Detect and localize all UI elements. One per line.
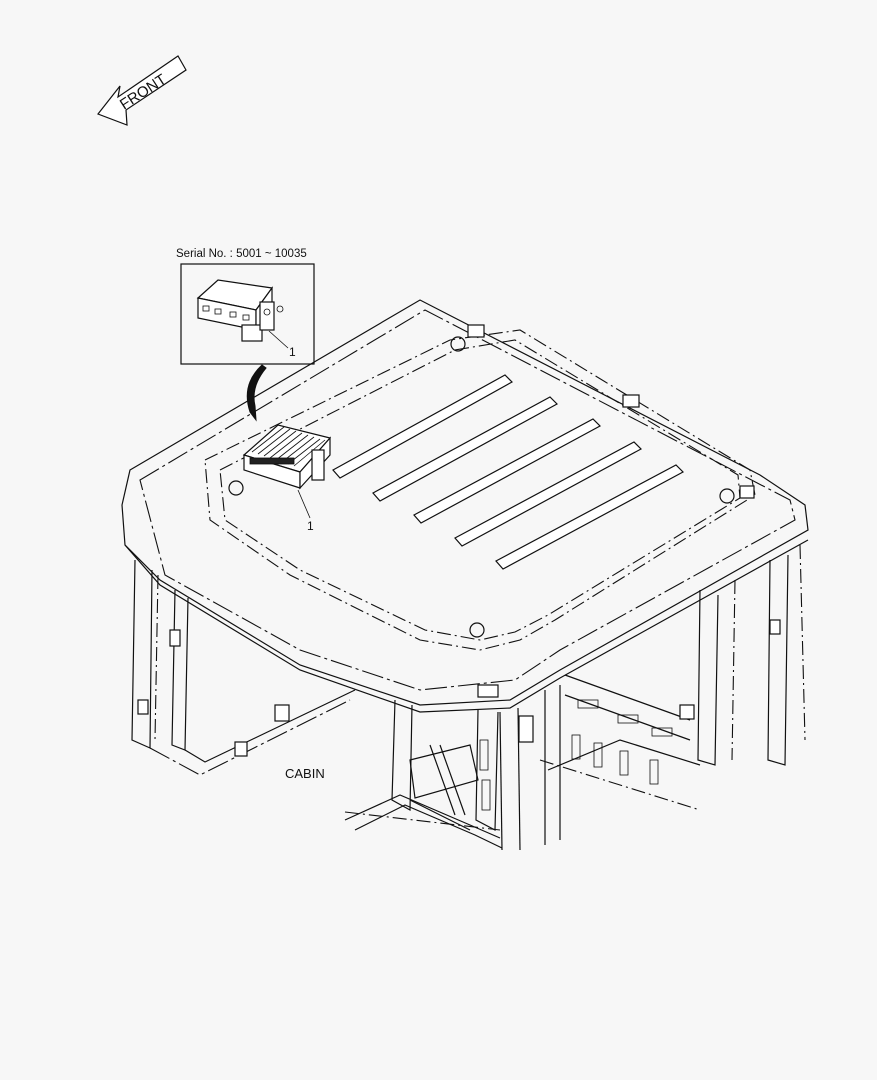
- cabin-frame: [131, 544, 806, 851]
- inset-box: [180, 263, 315, 365]
- roof-control-unit-icon: [242, 424, 332, 519]
- cabin-roof: [121, 299, 809, 713]
- inset-callout-number: 1: [289, 345, 296, 359]
- main-callout-number: 1: [307, 519, 314, 533]
- detail-pointer-arrow: [246, 364, 267, 422]
- front-arrow-icon: FRONT: [97, 55, 187, 126]
- roof-ribs: [332, 374, 684, 570]
- inset-control-unit-icon: [196, 279, 289, 349]
- serial-number-label: Serial No. : 5001 ~ 10035: [176, 248, 307, 260]
- cabin-label: CABIN: [285, 766, 325, 781]
